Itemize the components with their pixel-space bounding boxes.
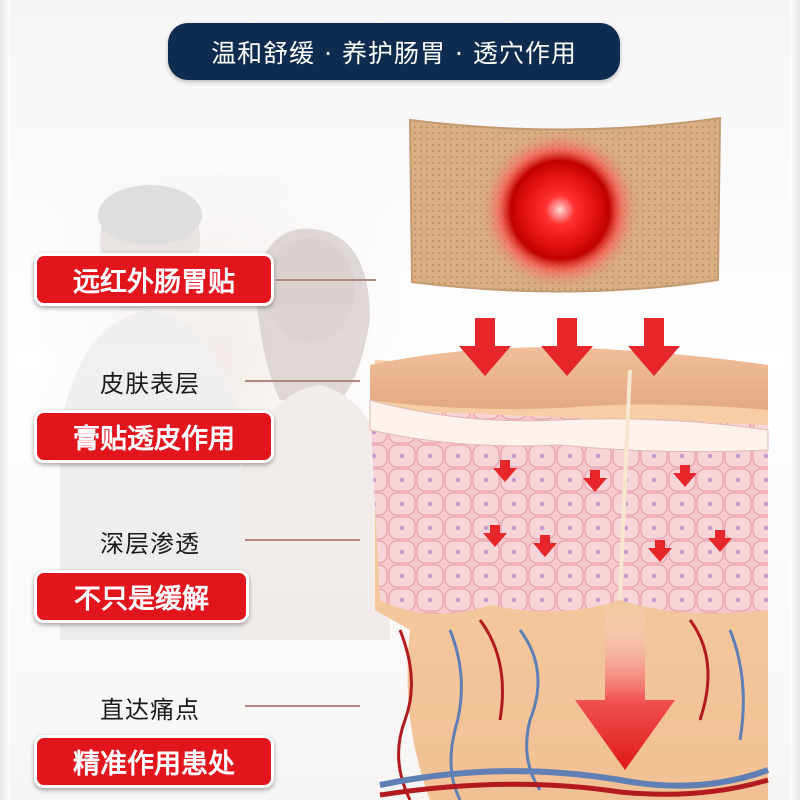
precise-action-label: 精准作用患处 bbox=[34, 735, 274, 788]
background-couple-photo bbox=[40, 170, 400, 640]
product-leader-line bbox=[276, 279, 376, 281]
reach-pain-leader-line bbox=[245, 705, 360, 707]
deep-penetration-label: 深层渗透 bbox=[100, 530, 200, 558]
plaster-action-label: 膏贴透皮作用 bbox=[34, 410, 274, 463]
not-just-relief-label: 不只是缓解 bbox=[34, 570, 249, 623]
product-label: 远红外肠胃贴 bbox=[34, 253, 274, 306]
left-frame-edge bbox=[0, 0, 10, 800]
far-infrared-patch-icon bbox=[408, 116, 722, 293]
skin-cross-section-illustration bbox=[369, 347, 770, 800]
reach-pain-label: 直达痛点 bbox=[100, 696, 200, 724]
skin-surface-label: 皮肤表层 bbox=[100, 370, 200, 398]
arrow-down-icon bbox=[628, 318, 680, 376]
deep-penetration-leader-line bbox=[245, 539, 360, 541]
top-banner: 温和舒缓 · 养护肠胃 · 透穴作用 bbox=[168, 23, 620, 80]
arrow-down-icon bbox=[459, 318, 511, 376]
arrow-down-icon bbox=[541, 318, 593, 376]
right-frame-edge bbox=[790, 0, 800, 800]
skin-surface-leader-line bbox=[245, 380, 360, 382]
